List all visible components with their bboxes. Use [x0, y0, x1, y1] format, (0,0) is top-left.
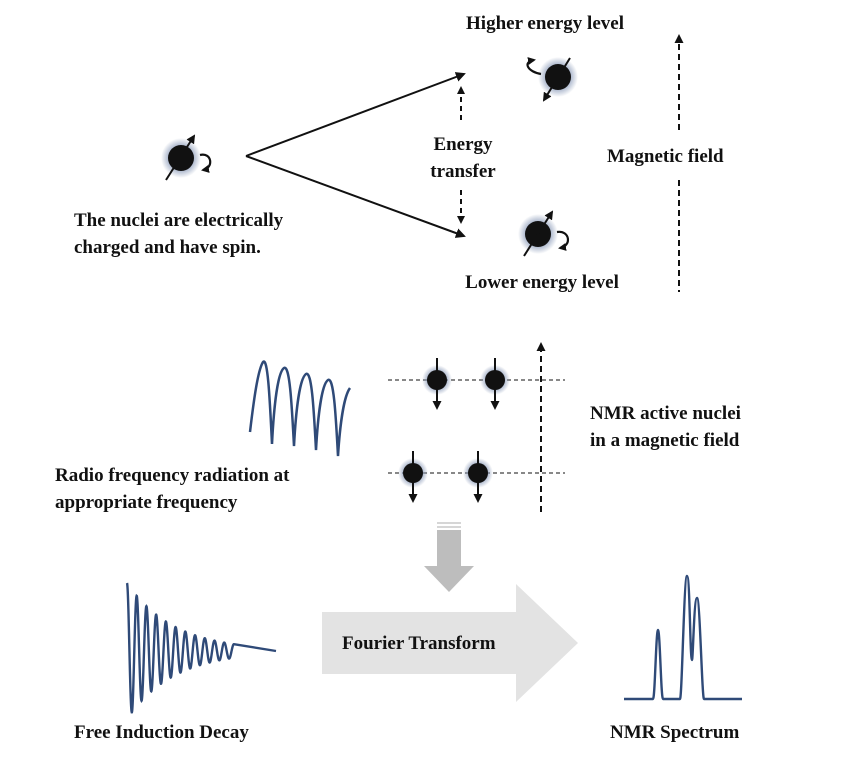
energy-transfer-line-2: transfer [430, 160, 496, 182]
higher-energy-label: Higher energy level [466, 13, 624, 34]
fid-label: Free Induction Decay [74, 722, 249, 743]
radio-frequency-wave-icon [248, 360, 352, 457]
nuclei-caption-line-1: The nuclei are electrically [74, 210, 284, 231]
fourier-transform-arrow [322, 584, 578, 702]
down-process-arrow [424, 522, 474, 592]
nucleus-lower-energy [518, 210, 569, 257]
free-induction-decay-wave [125, 582, 277, 714]
nuclei-caption-line-2: charged and have spin. [74, 236, 261, 258]
nmr-active-label: NMR active nuclei in a magnetic field [590, 401, 741, 454]
magnetic-field-label: Magnetic field [607, 146, 724, 167]
aligned-nucleus-4 [463, 451, 493, 503]
radio-frequency-line-2: appropriate frequency [55, 491, 238, 513]
nuclei-caption: The nuclei are electrically charged and … [74, 208, 283, 261]
nmr-active-line-1: NMR active nuclei [590, 403, 741, 424]
radio-frequency-label: Radio frequency radiation at appropriate… [55, 463, 290, 516]
split-arrows [245, 72, 466, 238]
aligned-nucleus-1 [422, 358, 452, 410]
aligned-nucleus-2 [480, 358, 510, 410]
aligned-nucleus-3 [398, 451, 428, 503]
fourier-transform-label: Fourier Transform [342, 633, 496, 654]
radio-frequency-line-1: Radio frequency radiation at [55, 465, 290, 486]
energy-transfer-line-1: Energy [433, 134, 493, 155]
nmr-spectrum-label: NMR Spectrum [610, 722, 740, 743]
spinning-nucleus-left [161, 134, 212, 181]
nmr-active-line-2: in a magnetic field [590, 429, 740, 451]
nmr-spectrum-peaks [624, 574, 742, 701]
lower-energy-label: Lower energy level [465, 272, 619, 293]
nucleus-higher-energy [526, 57, 578, 102]
energy-transfer-label: Energy transfer [411, 132, 515, 185]
